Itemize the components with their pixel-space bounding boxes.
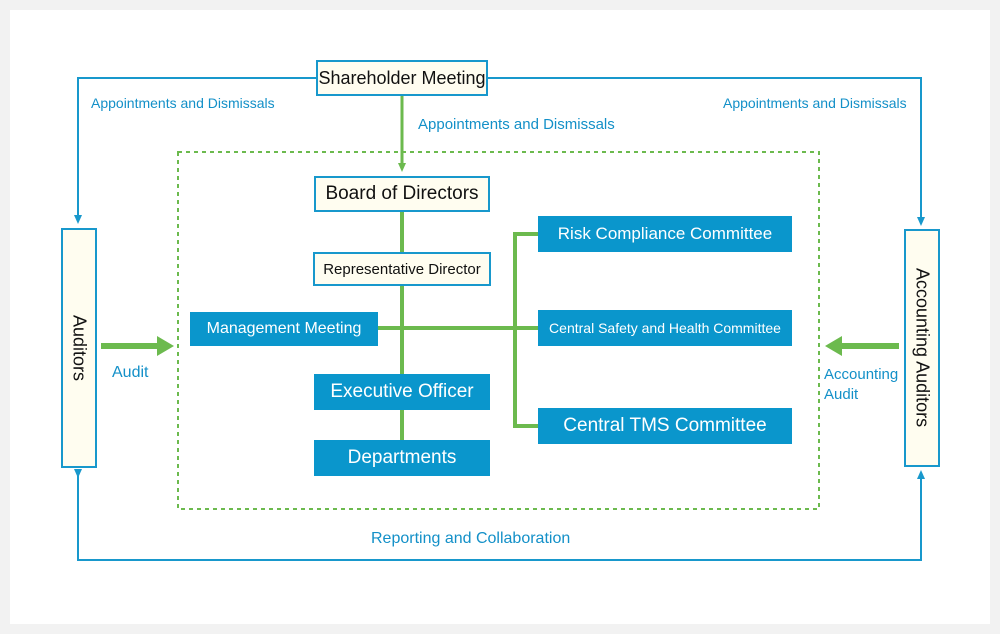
organization-boundary: [177, 151, 820, 510]
central-tms-committee-node: Central TMS Committee: [538, 408, 792, 444]
accounting-auditors-label: Accounting Auditors: [912, 268, 933, 428]
central-tms-committee-label: Central TMS Committee: [563, 415, 767, 436]
connector-shareholder-to-accounting-auditors: [488, 77, 925, 226]
auditors-label: Auditors: [69, 314, 90, 382]
central-safety-health-committee-label: Central Safety and Health Committee: [549, 320, 781, 336]
representative-director-node: Representative Director: [313, 252, 491, 286]
shareholder-meeting-node: Shareholder Meeting: [316, 60, 488, 96]
shareholder-meeting-label: Shareholder Meeting: [318, 67, 486, 88]
accounting-audit-label-line2: Audit: [824, 386, 859, 403]
risk-compliance-committee-node: Risk Compliance Committee: [538, 216, 792, 252]
management-meeting-node: Management Meeting: [190, 312, 378, 346]
executive-officer-label: Executive Officer: [330, 381, 474, 402]
audit-label: Audit: [112, 364, 149, 381]
executive-officer-node: Executive Officer: [314, 374, 490, 410]
diagram-canvas: [10, 10, 990, 624]
accounting-auditors-node: Accounting Auditors: [904, 229, 940, 467]
departments-node: Departments: [314, 440, 490, 476]
board-of-directors-label: Board of Directors: [325, 183, 479, 204]
appointments-dismissals-center-label: Appointments and Dismissals: [418, 116, 615, 133]
representative-director-label: Representative Director: [323, 260, 481, 278]
board-of-directors-node: Board of Directors: [314, 176, 490, 212]
connector-committee-bracket: [513, 232, 538, 428]
auditors-node: Auditors: [61, 228, 97, 468]
audit-arrow: [101, 336, 174, 356]
appointments-dismissals-right-label: Appointments and Dismissals: [723, 95, 907, 111]
central-safety-health-committee-node: Central Safety and Health Committee: [538, 310, 792, 346]
risk-compliance-committee-label: Risk Compliance Committee: [557, 224, 773, 243]
management-meeting-label: Management Meeting: [206, 320, 362, 337]
connector-reporting-collaboration: [74, 469, 925, 561]
reporting-collaboration-label: Reporting and Collaboration: [371, 530, 571, 547]
departments-label: Departments: [347, 447, 457, 468]
accounting-audit-label-line1: Accounting: [824, 366, 899, 383]
connector-shareholder-to-auditors: [74, 77, 316, 224]
appointments-dismissals-left-label: Appointments and Dismissals: [91, 95, 275, 111]
accounting-audit-arrow: [825, 336, 899, 356]
